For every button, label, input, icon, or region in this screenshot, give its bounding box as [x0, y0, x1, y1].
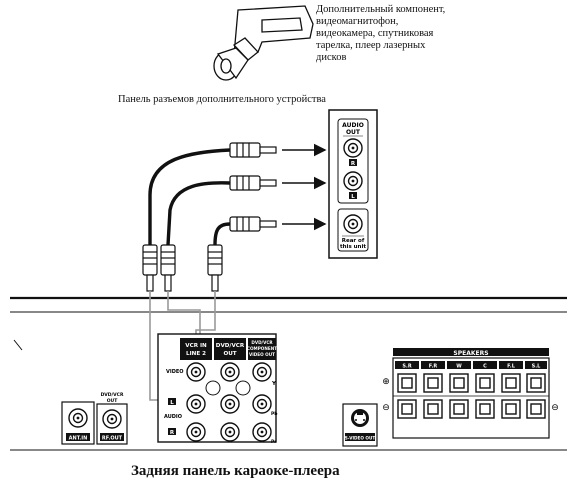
device-panel-label: Панель разъемов дополнительного устройст…	[118, 94, 326, 105]
speaker-channel: S.R	[395, 361, 419, 419]
rear-chassis	[10, 296, 567, 451]
cable-plugs	[142, 142, 277, 292]
rf-out-connector: DVD/VCR OUT RF.OUT	[96, 392, 128, 445]
av-cable	[148, 148, 232, 247]
aux-jack-video	[343, 214, 363, 234]
device-description-line: видеокамера, спутниковая	[316, 28, 434, 39]
component-label: VIDEO OUT	[249, 352, 275, 357]
speaker-channel-label: F.R	[429, 364, 438, 370]
component-y-label: Y	[271, 381, 277, 387]
polarity-plus: ⊕	[382, 377, 390, 387]
speaker-channel: F.L	[499, 361, 523, 419]
polarity-minus: ⊖	[382, 403, 390, 413]
device-description: Дополнительный компонент, видеомагнитофо…	[316, 4, 516, 64]
audio-r-label: R	[170, 430, 175, 436]
dvd-vcr-out-label: DVD/VCR	[216, 343, 245, 349]
av-connector-panel: VCR IN LINE 2 DVD/VCR OUT DVD/VCR COMPON…	[157, 333, 278, 445]
vcr-in-label: LINE 2	[186, 351, 206, 357]
speaker-channel-label: S.R	[402, 364, 412, 370]
rca-jack	[186, 362, 272, 442]
speaker-channel: S.L	[525, 361, 547, 419]
video-label: VIDEO	[166, 369, 184, 375]
component-pr-label: Pr	[271, 439, 277, 445]
aux-jack-right	[343, 138, 363, 158]
speakers-terminal-block: SPEAKERS ⊕ ⊖ ⊖ S.R F.R	[382, 348, 559, 439]
aux-jack-left	[343, 171, 363, 191]
component-label: DVD/VCR	[251, 340, 273, 345]
speaker-channel-label: W	[456, 364, 462, 370]
diagram-caption: Задняя панель караоке-плеера	[131, 463, 340, 479]
speakers-title: SPEAKERS	[453, 350, 488, 357]
polarity-minus: ⊖	[551, 403, 559, 413]
speaker-channel: F.R	[421, 361, 445, 419]
dvd-vcr-out-label: OUT	[223, 351, 236, 357]
audio-out-label: OUT	[346, 129, 361, 136]
rf-out-label: RF.OUT	[102, 436, 123, 442]
audio-out-label: AUDIO	[342, 122, 364, 129]
s-video-out-label: S-VIDEO OUT	[345, 436, 376, 441]
speaker-channel-label: C	[483, 364, 487, 370]
device-description-line: видеомагнитофон,	[316, 16, 399, 27]
vcr-in-label: VCR IN	[185, 343, 207, 349]
speaker-channel: C	[473, 361, 497, 419]
aux-output-panel: AUDIO OUT R L Rear of	[328, 109, 378, 259]
device-description-line: дисков	[316, 52, 347, 63]
rear-of-unit-label: this unit	[340, 244, 366, 250]
speaker-channel: W	[447, 361, 471, 419]
audio-l-label: L	[170, 400, 174, 406]
aux-channel-r: R	[351, 161, 356, 167]
s-video-connector: S-VIDEO OUT	[342, 403, 378, 447]
external-device-icon	[213, 5, 314, 81]
component-label: COMPONENT	[247, 346, 277, 351]
rear-of-unit-label: Rear of	[342, 238, 365, 244]
device-description-line: Дополнительный компонент,	[316, 4, 446, 15]
ant-in-label: ANT.IN	[69, 436, 88, 442]
rf-out-top-label: DVD/VCR	[101, 392, 124, 398]
speaker-channel-label: S.L	[532, 364, 542, 370]
ant-in-connector: ANT.IN	[61, 401, 95, 445]
component-pb-label: Pb	[271, 411, 278, 417]
rf-out-top-label: OUT	[107, 398, 118, 404]
aux-channel-l: L	[351, 194, 355, 200]
device-description-line: тарелка, плеер лазерных	[316, 40, 426, 51]
signal-arrows	[282, 143, 327, 231]
speaker-channel-label: F.L	[507, 364, 516, 370]
audio-label: AUDIO	[164, 414, 182, 420]
